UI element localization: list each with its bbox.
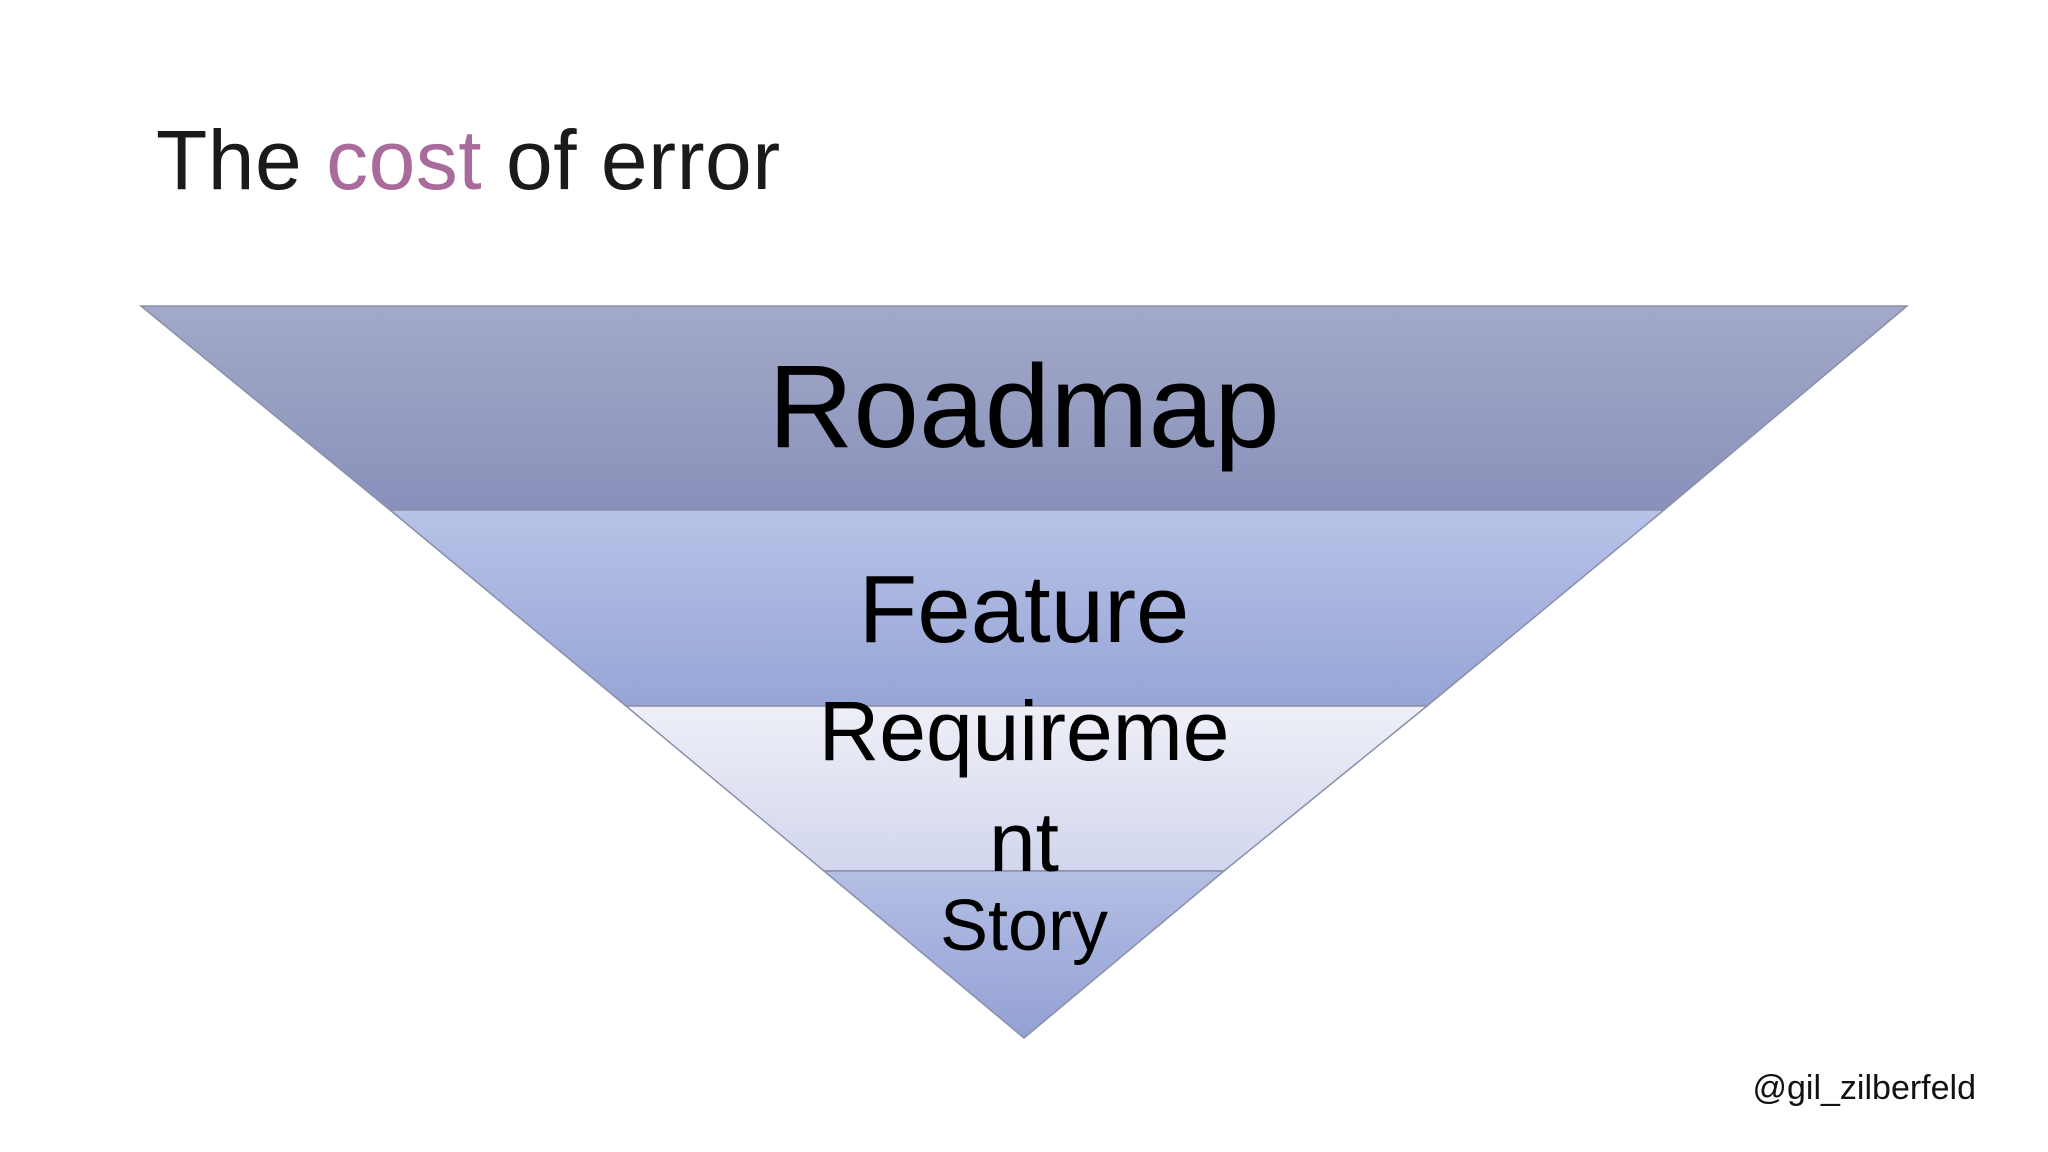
story-label: Story xyxy=(940,886,1108,966)
title-part-after: of error xyxy=(482,113,781,207)
feature-label: Feature xyxy=(859,556,1190,663)
requirement-label-line-1: Requireme xyxy=(819,684,1230,778)
roadmap-label: Roadmap xyxy=(768,341,1280,473)
funnel-level-story xyxy=(821,870,1227,1039)
slide-title: The cost of error xyxy=(156,118,781,202)
requirement-label-line-2: nt xyxy=(989,795,1059,889)
title-highlight-word: cost xyxy=(326,113,483,207)
title-part-before: The xyxy=(156,113,327,207)
author-handle: @gil_zilberfeld xyxy=(1752,1069,1976,1107)
